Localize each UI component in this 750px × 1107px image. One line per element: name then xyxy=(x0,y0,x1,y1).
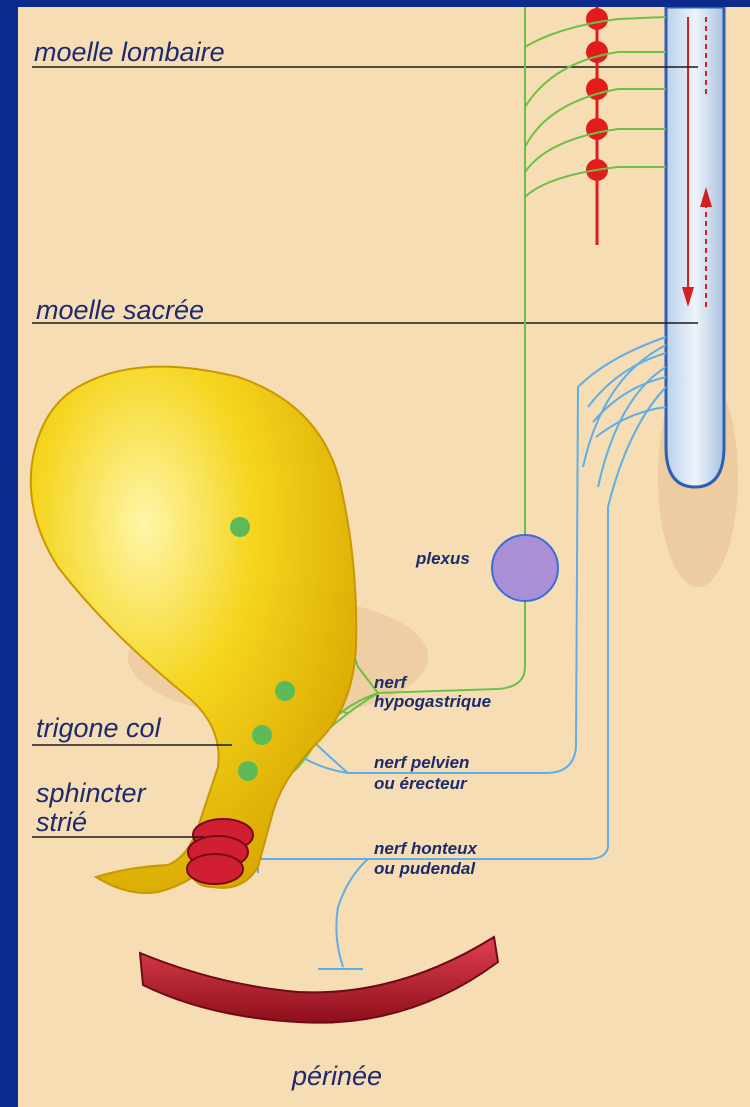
label-perinee: périnée xyxy=(291,1061,382,1091)
bladder-receptor xyxy=(252,725,272,745)
label-nerf-pelvien-1: nerf pelvien xyxy=(374,753,469,772)
plexus-ganglion xyxy=(492,535,558,601)
label-nerf-hypogastrique-2: hypogastrique xyxy=(374,692,491,711)
label-nerf-honteux-2: ou pudendal xyxy=(374,859,476,878)
label-moelle-sacree: moelle sacrée xyxy=(36,295,204,325)
perineum-muscle xyxy=(140,937,498,1023)
label-strie: strié xyxy=(36,807,87,837)
diagram-panel: moelle lombaire moelle sacrée plexus ner… xyxy=(18,7,750,1107)
ganglion xyxy=(586,8,608,30)
label-moelle-lombaire: moelle lombaire xyxy=(34,37,225,67)
innervation-diagram: moelle lombaire moelle sacrée plexus ner… xyxy=(18,7,750,1107)
label-plexus: plexus xyxy=(415,549,470,568)
bladder-receptor xyxy=(275,681,295,701)
bladder-receptor xyxy=(238,761,258,781)
ganglion xyxy=(586,118,608,140)
label-nerf-pelvien-2: ou érecteur xyxy=(374,774,468,793)
spinal-cord xyxy=(666,7,724,487)
label-nerf-hypogastrique-1: nerf xyxy=(374,673,408,692)
label-sphincter: sphincter xyxy=(36,778,147,808)
label-trigone-col: trigone col xyxy=(36,713,162,743)
bladder-receptor xyxy=(230,517,250,537)
label-nerf-honteux-1: nerf honteux xyxy=(374,839,478,858)
